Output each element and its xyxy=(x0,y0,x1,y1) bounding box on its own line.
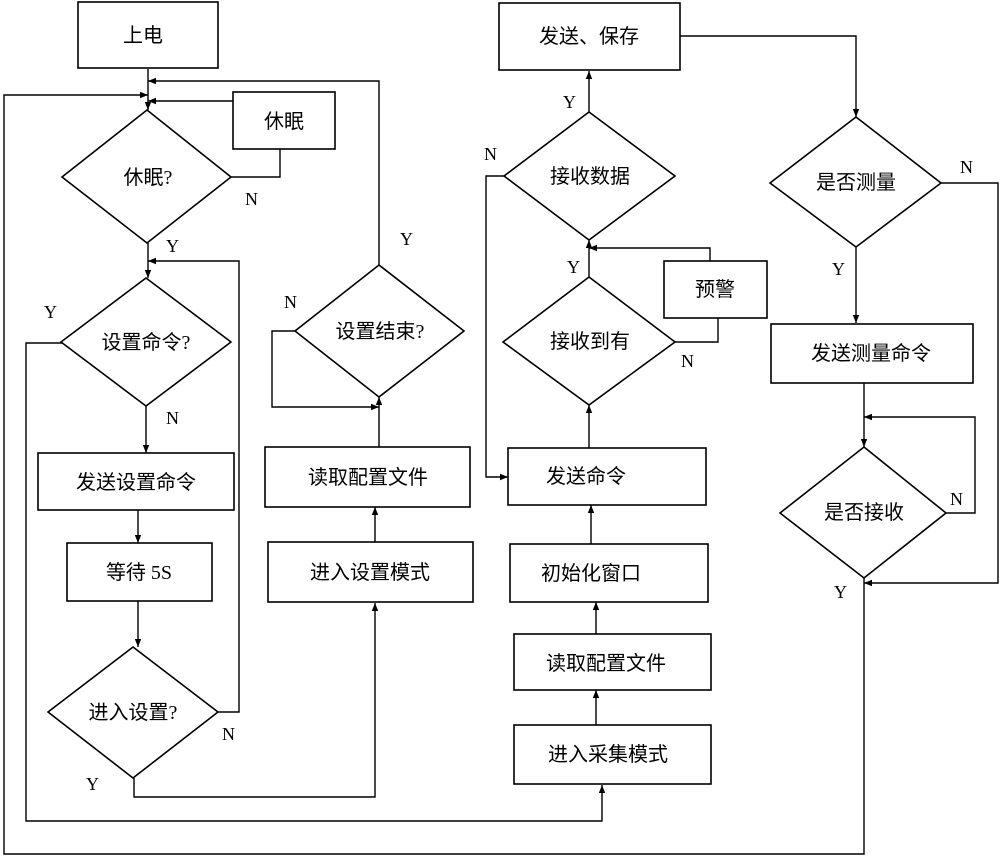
node-label: 进入设置? xyxy=(89,701,178,724)
decision-diamond xyxy=(293,263,466,399)
node-send-cmd: 发送命令 xyxy=(507,447,707,506)
node-label: 接收到有 xyxy=(550,330,630,353)
branch-label-enterset-n: N xyxy=(222,724,235,744)
node-read-config-2: 读取配置文件 xyxy=(513,633,712,691)
node-label: 进入采集模式 xyxy=(548,743,668,766)
process-box xyxy=(66,542,213,602)
decision-set-end: 设置结束? xyxy=(293,263,466,399)
decision-set-cmd: 设置命令? xyxy=(59,276,233,408)
branch-label-recvdata-y: Y xyxy=(563,92,576,112)
decision-diamond xyxy=(501,275,677,406)
process-box xyxy=(509,543,709,603)
flow-measure-no xyxy=(864,182,999,587)
branch-label-measure-y: Y xyxy=(832,259,845,279)
flow-recv-yes xyxy=(3,91,865,855)
flow-enterset-yes xyxy=(133,603,379,798)
node-label: 预警 xyxy=(695,278,735,301)
process-box xyxy=(232,91,336,150)
node-label: 上电 xyxy=(123,24,163,47)
node-warning: 预警 xyxy=(663,260,768,319)
decision-recv-data: 接收数据 xyxy=(502,111,677,241)
flow-recvhave-no xyxy=(674,318,719,343)
node-send-measure-cmd: 发送测量命令 xyxy=(770,323,974,384)
node-label: 发送、保存 xyxy=(539,25,639,48)
node-enter-set-mode: 进入设置模式 xyxy=(267,541,474,603)
node-send-set-cmd: 发送设置命令 xyxy=(37,452,235,511)
node-label: 读取配置文件 xyxy=(546,652,666,675)
process-box xyxy=(770,323,974,384)
node-label: 休眠? xyxy=(124,166,173,189)
flow-enterset-no xyxy=(148,257,240,713)
decision-diamond xyxy=(59,276,233,408)
process-box xyxy=(77,1,219,69)
decision-sleep: 休眠? xyxy=(60,108,233,245)
flow-warning-return xyxy=(589,244,711,261)
flow-sleep-no xyxy=(230,149,281,178)
flow-setend-no xyxy=(271,330,379,411)
decision-recv-have: 接收到有 xyxy=(501,275,677,406)
decision-diamond xyxy=(502,111,677,241)
branch-label-setcmd-y: Y xyxy=(44,302,57,322)
process-box xyxy=(264,446,471,508)
node-label: 发送命令 xyxy=(546,465,626,488)
process-box xyxy=(498,2,681,71)
decision-diamond xyxy=(768,115,943,248)
process-box xyxy=(267,541,474,603)
branch-label-setend-y: Y xyxy=(400,229,413,249)
flow-setcmd-yes xyxy=(25,342,606,822)
branch-label-recvdata-n: N xyxy=(484,144,497,164)
node-label: 初始化窗口 xyxy=(541,562,641,585)
process-box xyxy=(663,260,768,319)
node-read-config-1: 读取配置文件 xyxy=(264,446,471,508)
node-label: 接收数据 xyxy=(550,165,630,188)
node-send-save: 发送、保存 xyxy=(498,2,681,71)
flow-recv-no xyxy=(864,413,976,514)
flow-setend-yes xyxy=(148,77,380,265)
branch-labels: N Y Y N N Y Y N Y N Y N N Y N Y xyxy=(44,92,973,794)
node-label: 是否测量 xyxy=(816,171,896,194)
process-box xyxy=(507,447,707,506)
process-box xyxy=(513,724,712,785)
decision-diamond xyxy=(778,445,948,580)
branch-label-recvhave-n: N xyxy=(681,351,694,371)
node-init-window: 初始化窗口 xyxy=(509,543,709,603)
node-label: 发送测量命令 xyxy=(811,342,931,365)
node-label: 休眠 xyxy=(264,110,304,133)
node-label: 发送设置命令 xyxy=(76,471,196,494)
node-label: 设置命令? xyxy=(102,331,191,354)
decision-measure: 是否测量 xyxy=(768,115,943,248)
decision-enter-set: 进入设置? xyxy=(46,645,220,780)
node-label: 设置结束? xyxy=(336,320,425,343)
decision-diamond xyxy=(46,645,220,780)
branch-label-sleep-y: Y xyxy=(166,236,179,256)
branch-label-sleep-n: N xyxy=(245,189,258,209)
branch-label-enterset-y: Y xyxy=(86,774,99,794)
node-label: 是否接收 xyxy=(824,501,904,524)
node-label: 等待 5S xyxy=(106,561,172,584)
node-sleep-box: 休眠 xyxy=(232,91,336,150)
node-wait: 等待 5S xyxy=(66,542,213,602)
decision-diamond xyxy=(60,108,233,245)
branch-label-setend-n: N xyxy=(284,292,297,312)
node-power-on: 上电 xyxy=(77,1,219,69)
branch-label-measure-n: N xyxy=(960,157,973,177)
node-label: 进入设置模式 xyxy=(310,561,430,584)
branch-label-setcmd-n: N xyxy=(166,408,179,428)
node-enter-collect-mode: 进入采集模式 xyxy=(513,724,712,785)
branch-label-recvhave-y: Y xyxy=(567,257,580,277)
branch-label-recv-y: Y xyxy=(834,582,847,602)
process-box xyxy=(37,452,235,511)
connectors xyxy=(3,35,999,855)
branch-label-recv-n: N xyxy=(950,489,963,509)
node-label: 读取配置文件 xyxy=(308,466,428,489)
flow-recvdata-no xyxy=(485,175,508,481)
flow-save-to-measure xyxy=(680,35,860,117)
process-box xyxy=(513,633,712,691)
decision-recv: 是否接收 xyxy=(778,445,948,580)
